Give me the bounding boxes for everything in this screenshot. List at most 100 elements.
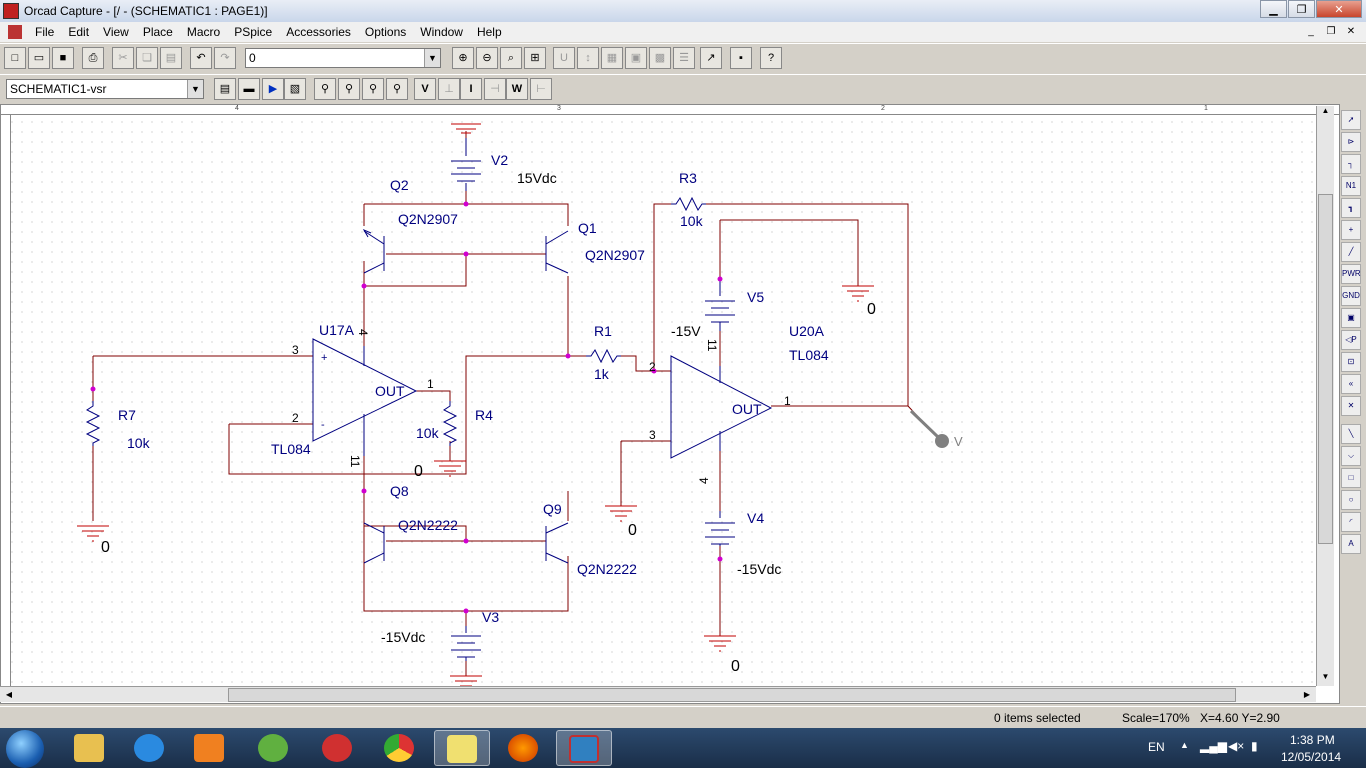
close-button[interactable]: ✕ [1316,0,1362,18]
taskbar-explorer[interactable] [62,730,118,766]
horizontal-scroll-thumb[interactable] [228,688,1236,702]
place-line-icon[interactable]: ╲ [1341,424,1361,444]
snap-icon[interactable]: ↗ [700,47,722,69]
taskbar-ie[interactable] [122,730,178,766]
scroll-left-icon[interactable]: ◀ [5,690,13,699]
open-icon[interactable]: ▭ [28,47,50,69]
bias-current-selected-icon[interactable]: ⊣ [484,78,506,100]
select-icon[interactable]: ➚ [1341,110,1361,130]
document-icon[interactable] [8,25,22,39]
arc-icon[interactable]: ◜ [1341,512,1361,532]
redo-icon[interactable]: ↷ [214,47,236,69]
network-icon[interactable]: ▂▄▆ [1200,739,1227,753]
place-ground-icon[interactable]: GND [1341,286,1361,306]
volume-icon[interactable]: ◀× [1228,739,1245,753]
menu-options[interactable]: Options [364,25,407,39]
transistor-q2[interactable] [362,228,385,274]
place-power-icon[interactable]: PWR [1341,264,1361,284]
source-v4[interactable] [705,511,735,546]
bias-voltage-selected-icon[interactable]: ⊥ [438,78,460,100]
ellipse-icon[interactable]: ○ [1341,490,1361,510]
taskbar-firefox[interactable] [496,730,552,766]
doc-close-button[interactable]: ✕ [1346,26,1356,37]
new-icon[interactable]: □ [4,47,26,69]
bus-entry-icon[interactable]: ╱ [1341,242,1361,262]
schematic-drawing[interactable]: V2 Q2 Q2N2907 Q1 Q2N2907 U17A TL084 OUT … [1,115,1317,691]
zoom-area-icon[interactable]: ⌕ [500,47,522,69]
place-part-icon[interactable]: ⊳ [1341,132,1361,152]
menu-file[interactable]: File [35,25,55,39]
scroll-up-icon[interactable]: ▲ [1321,106,1330,115]
clock-date[interactable]: 12/05/2014 [1281,750,1342,764]
menu-edit[interactable]: Edit [68,25,90,39]
doc-minimize-button[interactable]: _ [1308,26,1314,37]
resistor-r4[interactable] [442,401,458,446]
paste-icon[interactable]: ▤ [160,47,182,69]
off-page-connector-icon[interactable]: « [1341,374,1361,394]
menu-accessories[interactable]: Accessories [286,25,351,39]
scroll-right-icon[interactable]: ▶ [1303,690,1311,699]
bom-icon[interactable]: ☰ [673,47,695,69]
menu-view[interactable]: View [103,25,129,39]
resistor-r1[interactable] [586,348,621,364]
transistor-q9[interactable] [545,522,569,564]
copy-icon[interactable]: ❏ [136,47,158,69]
vertical-scroll-thumb[interactable] [1318,194,1333,544]
menu-pspice[interactable]: PSpice [234,25,273,39]
part-combo-arrow[interactable]: ▼ [424,49,440,67]
profile-combo-arrow[interactable]: ▼ [187,80,203,98]
save-icon[interactable]: ■ [52,47,74,69]
taskbar-notes[interactable] [434,730,490,766]
help-icon[interactable]: ? [760,47,782,69]
source-v3[interactable] [451,626,481,661]
polyline-icon[interactable]: ⌵ [1341,446,1361,466]
taskbar-messenger[interactable] [246,730,302,766]
show-hidden-icons-icon[interactable]: ▲ [1180,740,1189,750]
place-wire-icon[interactable]: ┐ [1341,154,1361,174]
zoom-out-icon[interactable]: ⊖ [476,47,498,69]
bias-power-button[interactable]: W [506,78,528,100]
taskbar-media-player[interactable] [182,730,238,766]
language-indicator[interactable]: EN [1148,740,1165,754]
edit-profile-icon[interactable]: ▬ [238,78,260,100]
net-alias-icon[interactable]: N1 [1341,176,1361,196]
drc-icon[interactable]: ▦ [601,47,623,69]
probe-power-icon[interactable]: ⚲ [386,78,408,100]
taskbar-chrome[interactable] [372,730,428,766]
place-text-icon[interactable]: A [1341,534,1361,554]
start-button[interactable] [6,730,44,768]
netlist-icon[interactable]: ▣ [625,47,647,69]
bias-current-button[interactable]: I [460,78,482,100]
undo-icon[interactable]: ↶ [190,47,212,69]
voltage-probe-marker[interactable] [909,409,949,448]
menu-window[interactable]: Window [420,25,463,39]
probe-current-icon[interactable]: ⚲ [362,78,384,100]
zoom-in-icon[interactable]: ⊕ [452,47,474,69]
new-profile-icon[interactable]: ▤ [214,78,236,100]
maximize-button[interactable]: ❐ [1288,0,1315,18]
back-annotate-icon[interactable]: ↕ [577,47,599,69]
schematic-canvas[interactable]: 4 3 2 1 [0,104,1340,704]
print-icon[interactable]: ⎙ [82,47,104,69]
menu-place[interactable]: Place [142,25,173,39]
bias-voltage-button[interactable]: V [414,78,436,100]
place-junction-icon[interactable]: + [1341,220,1361,240]
zoom-all-icon[interactable]: ⊞ [524,47,546,69]
hierarchical-block-icon[interactable]: ▣ [1341,308,1361,328]
menu-help[interactable]: Help [476,25,502,39]
place-bus-icon[interactable]: ┓ [1341,198,1361,218]
cross-ref-icon[interactable]: ▩ [649,47,671,69]
clock-time[interactable]: 1:38 PM [1290,733,1335,747]
run-icon[interactable]: ▶ [262,78,284,100]
source-v2[interactable] [451,138,481,191]
taskbar-camera-app[interactable] [310,730,366,766]
hier-pin-icon[interactable]: ⊡ [1341,352,1361,372]
opamp-u17a[interactable] [312,338,418,456]
scroll-down-icon[interactable]: ▼ [1321,672,1330,681]
power-icon[interactable]: ▮ [1251,739,1258,753]
minimize-button[interactable]: ▁ [1260,0,1287,18]
cut-icon[interactable]: ✂ [112,47,134,69]
rectangle-icon[interactable]: □ [1341,468,1361,488]
project-manager-icon[interactable]: ▪ [730,47,752,69]
probe-diff-icon[interactable]: ⚲ [338,78,360,100]
